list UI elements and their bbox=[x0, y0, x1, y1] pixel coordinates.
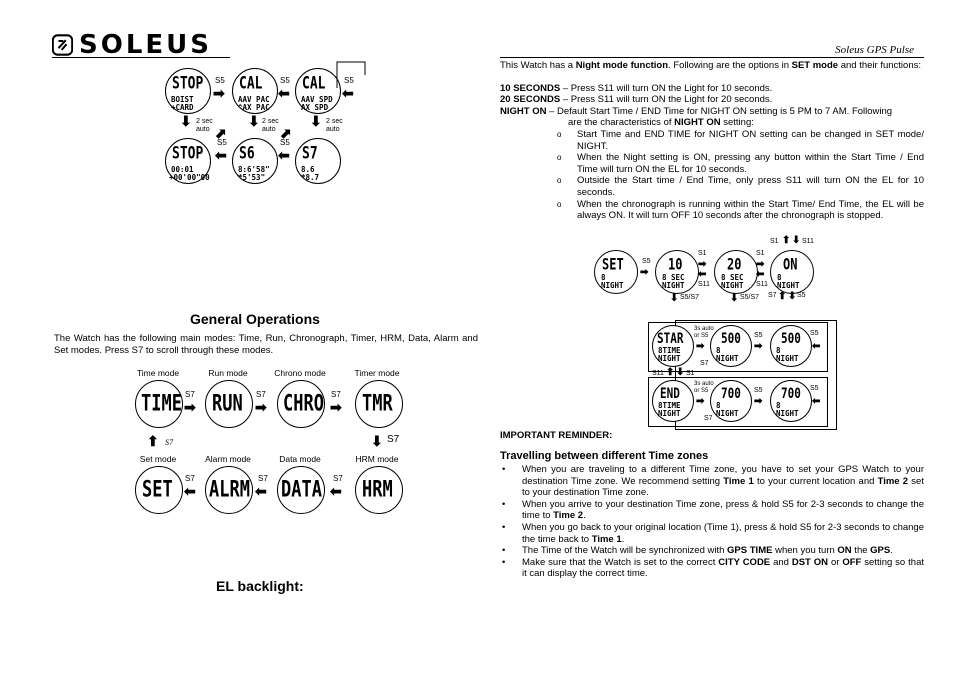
outer-time-box bbox=[675, 320, 837, 430]
arrow-left-icon: ⬅ bbox=[184, 483, 196, 499]
watch-alarm-mode: ALRM bbox=[205, 466, 253, 514]
watch-timer-mode: TMR bbox=[355, 380, 403, 428]
arrow-left-icon: ⬅ bbox=[330, 483, 342, 499]
brand-logo: SOLEUS bbox=[52, 30, 212, 60]
watch-face: END 8TIME NIGHT bbox=[652, 380, 694, 422]
loop-connector bbox=[336, 61, 366, 88]
arrow-up-icon: ⬆ bbox=[666, 367, 675, 378]
night-mode-section: This Watch has a Night mode function. Fo… bbox=[500, 60, 924, 222]
watch-face: STOP BOIST +CARD bbox=[165, 68, 211, 114]
modes-diagram: Time mode Run mode Chrono mode Timer mod… bbox=[125, 368, 415, 528]
list-item: Outside the Start time / End Time, only … bbox=[557, 175, 924, 198]
arrow-right-icon: ➡ bbox=[696, 396, 705, 407]
watch-face: 700 8 NIGHT bbox=[770, 380, 812, 422]
arrow-down-icon: ⬇ bbox=[248, 113, 260, 129]
doc-title: Soleus GPS Pulse bbox=[835, 44, 914, 56]
end-time-box bbox=[648, 377, 828, 427]
watch-face: 500 8 NIGHT bbox=[770, 325, 812, 367]
arrow-up-icon: ⬆ bbox=[782, 235, 791, 246]
travel-section: When you are traveling to a different Ti… bbox=[500, 464, 924, 580]
arrow-down-icon: ⬇ bbox=[371, 433, 383, 449]
travel-heading: Travelling between different Time zones bbox=[500, 450, 709, 462]
list-item: Start Time and END TIME for NIGHT ON set… bbox=[557, 129, 924, 152]
night-on-characteristics: Start Time and END TIME for NIGHT ON set… bbox=[557, 129, 924, 222]
list-item: The Time of the Watch will be synchroniz… bbox=[500, 545, 924, 557]
arrow-up-icon: ⬆ bbox=[147, 433, 159, 449]
option-night-on: NIGHT ON – Default Start Time / END Time… bbox=[500, 105, 893, 117]
general-operations-heading: General Operations bbox=[190, 311, 320, 327]
arrow-up-icon: ⬆ bbox=[778, 291, 787, 302]
watch-run-mode: RUN bbox=[205, 380, 253, 428]
night-setting-diagram: SET 8 NIGHT 10 8 SEC NIGHT 20 8 SEC NIGH… bbox=[590, 232, 837, 430]
arrow-left-icon: ⬅ bbox=[812, 341, 821, 352]
night-intro: This Watch has a Night mode function. Fo… bbox=[500, 60, 921, 71]
list-item: When the chronograph is running within t… bbox=[557, 199, 924, 222]
arrow-right-icon: ➡ bbox=[330, 399, 342, 415]
arrow-right-icon: ➡ bbox=[698, 259, 707, 270]
arrow-diagonal-icon: ⬈ bbox=[280, 125, 292, 141]
watch-face: ON 8 NIGHT bbox=[770, 250, 814, 294]
watch-face: S7 8.6 *8.7 bbox=[295, 138, 341, 184]
arrow-down-icon: ⬇ bbox=[310, 113, 322, 129]
arrow-right-icon: ➡ bbox=[640, 267, 649, 278]
travel-bullets: When you are traveling to a different Ti… bbox=[500, 464, 924, 580]
general-operations-text: The Watch has the following main modes: … bbox=[54, 333, 478, 356]
arrow-left-icon: ⬅ bbox=[812, 396, 821, 407]
arrow-right-icon: ⬅ bbox=[278, 85, 290, 101]
watch-face: STOP 00:01 +00'00"00 bbox=[165, 138, 211, 184]
watch-face: 10 8 SEC NIGHT bbox=[655, 250, 699, 294]
list-item: When you go back to your original locati… bbox=[500, 522, 924, 545]
watch-face: 20 8 SEC NIGHT bbox=[714, 250, 758, 294]
arrow-diagonal-icon: ⬈ bbox=[215, 125, 227, 141]
el-backlight-heading: EL backlight: bbox=[216, 578, 304, 594]
watch-face: 500 8 NIGHT bbox=[710, 325, 752, 367]
arrow-left-icon: ⬅ bbox=[215, 147, 227, 163]
watch-face: CAL AAV SPD AX SPD bbox=[295, 68, 341, 114]
arrow-down-icon: ⬇ bbox=[180, 113, 192, 129]
arrow-right-icon: ➡ bbox=[255, 399, 267, 415]
s5-label: S5 bbox=[280, 76, 290, 85]
arrow-down-icon: ⬇ bbox=[676, 367, 685, 378]
watch-face: CAL AAV PAC ^AX PAC bbox=[232, 68, 278, 114]
arrow-left-icon: ⬅ bbox=[255, 483, 267, 499]
start-time-box bbox=[648, 322, 828, 372]
list-item: When you arrive to your destination Time… bbox=[500, 499, 924, 522]
soleus-logo-icon bbox=[52, 34, 73, 56]
option-20-seconds: 20 SECONDS – Press S11 will turn ON the … bbox=[500, 94, 773, 106]
arrow-down-icon: ⬇ bbox=[730, 293, 739, 304]
arrow-down-icon: ⬇ bbox=[788, 291, 797, 302]
watch-face: S6 8:6'58" *5'53" bbox=[232, 138, 278, 184]
s5-label: S5 bbox=[344, 76, 354, 85]
arrow-right-icon: ➡ bbox=[184, 399, 196, 415]
list-item: When the Night setting is ON, pressing a… bbox=[557, 152, 924, 175]
list-item: Make sure that the Watch is set to the c… bbox=[500, 557, 924, 580]
arrow-right-icon: ➡ bbox=[696, 341, 705, 352]
watch-chrono-mode: CHRO bbox=[277, 380, 325, 428]
s5-label: S5 bbox=[215, 76, 225, 85]
arrow-right-icon: ➡ bbox=[754, 341, 763, 352]
option-10-seconds: 10 SECONDS – Press S11 will turn ON the … bbox=[500, 82, 773, 94]
arrow-right-icon: ➡ bbox=[754, 396, 763, 407]
brand-name: SOLEUS bbox=[79, 30, 212, 60]
watch-time-mode: TIME bbox=[135, 380, 183, 428]
list-item: When you are traveling to a different Ti… bbox=[500, 464, 924, 499]
watch-set-mode: SET bbox=[135, 466, 183, 514]
watch-face: SET 8 NIGHT bbox=[594, 250, 638, 294]
header-rule-left bbox=[52, 57, 230, 58]
header-rule-right bbox=[500, 57, 924, 58]
watch-data-mode: DATA bbox=[277, 466, 325, 514]
arrow-left-icon: ⬅ bbox=[698, 269, 707, 280]
watch-face: 700 8 NIGHT bbox=[710, 380, 752, 422]
arrow-left-icon: ⬅ bbox=[278, 147, 290, 163]
watch-face: STAR 8TIME NIGHT bbox=[652, 325, 694, 367]
important-reminder-heading: IMPORTANT REMINDER: bbox=[500, 430, 613, 441]
arrow-left-icon: ⬅ bbox=[756, 269, 765, 280]
arrow-right-icon: ➡ bbox=[756, 259, 765, 270]
arrow-down-icon: ⬇ bbox=[670, 293, 679, 304]
stop-mode-diagram: STOP BOIST +CARD CAL AAV PAC ^AX PAC CAL… bbox=[160, 60, 370, 190]
arrow-right-icon: ➡ bbox=[213, 85, 225, 101]
arrow-down-icon: ⬇ bbox=[792, 235, 801, 246]
arrow-left-icon: ⬅ bbox=[342, 85, 354, 101]
watch-hrm-mode: HRM bbox=[355, 466, 403, 514]
